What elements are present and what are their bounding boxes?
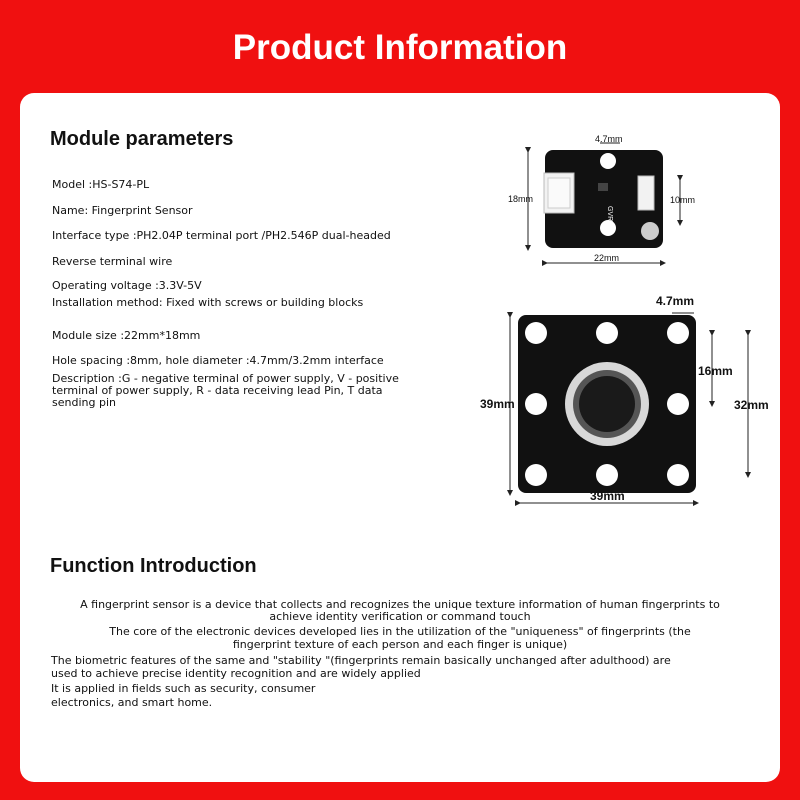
param-interface: Interface type :PH2.04P terminal port /P…: [52, 229, 391, 242]
large-width-label: 39mm: [590, 489, 625, 503]
param-description: Description :G - negative terminal of po…: [52, 372, 399, 409]
top-hole: [600, 153, 616, 169]
fingerprint-sensor: [579, 376, 635, 432]
function-introduction-heading: Function Introduction: [50, 555, 257, 577]
chip: [598, 183, 608, 191]
function-line-2: achieve identity verification or command…: [269, 610, 531, 623]
bottom-hole: [600, 220, 616, 236]
module-parameters-heading: Module parameters: [50, 128, 234, 150]
param-voltage: Operating voltage :3.3V-5V: [52, 279, 202, 292]
pin-labels: GVRT: [606, 206, 613, 226]
small-board-diagram: 4.7mm GVRT 18mm 10mm 22mm: [508, 134, 695, 266]
param-holes: Hole spacing :8mm, hole diameter :4.7mm/…: [52, 354, 384, 367]
function-line-4: fingerprint texture of each person and e…: [232, 638, 568, 651]
param-installation: Installation method: Fixed with screws o…: [52, 296, 364, 309]
large-span-label: 32mm: [734, 398, 769, 412]
small-width-label: 22mm: [594, 253, 619, 263]
sensor-window: [641, 222, 659, 240]
hole-ml: [525, 393, 547, 415]
param-wire: Reverse terminal wire: [52, 255, 173, 268]
hole-br: [667, 464, 689, 486]
small-hole-label: 4.7mm: [595, 134, 623, 144]
hole-tr: [667, 322, 689, 344]
right-connector: [637, 175, 655, 211]
small-connector-label: 10mm: [670, 195, 695, 205]
hole-tc: [596, 322, 618, 344]
large-board-diagram: 4.7mm 39mm 16mm 32mm 39mm: [480, 294, 769, 506]
function-line-7: It is applied in fields such as security…: [51, 682, 316, 695]
hole-bl: [525, 464, 547, 486]
hole-tl: [525, 322, 547, 344]
function-line-8: electronics, and smart home.: [51, 696, 213, 709]
function-line-1: A fingerprint sensor is a device that co…: [80, 598, 720, 611]
function-line-5: The biometric features of the same and "…: [51, 654, 671, 667]
function-line-3: The core of the electronic devices devel…: [109, 625, 691, 638]
hole-mr: [667, 393, 689, 415]
param-size: Module size :22mm*18mm: [52, 329, 201, 342]
param-model: Model :HS-S74-PL: [52, 178, 150, 191]
function-line-6: used to achieve precise identity recogni…: [51, 667, 421, 680]
large-height-label: 39mm: [480, 397, 515, 411]
hole-bc: [596, 464, 618, 486]
page-title: Product Information: [232, 28, 568, 67]
large-hole-label: 4.7mm: [656, 294, 694, 308]
param-name: Name: Fingerprint Sensor: [52, 204, 193, 217]
small-height-label: 18mm: [508, 194, 533, 204]
large-spacing-label: 16mm: [698, 364, 733, 378]
content-card: Module parameters Model :HS-S74-PL Name:…: [20, 93, 780, 782]
left-connector-pins: [547, 177, 571, 209]
